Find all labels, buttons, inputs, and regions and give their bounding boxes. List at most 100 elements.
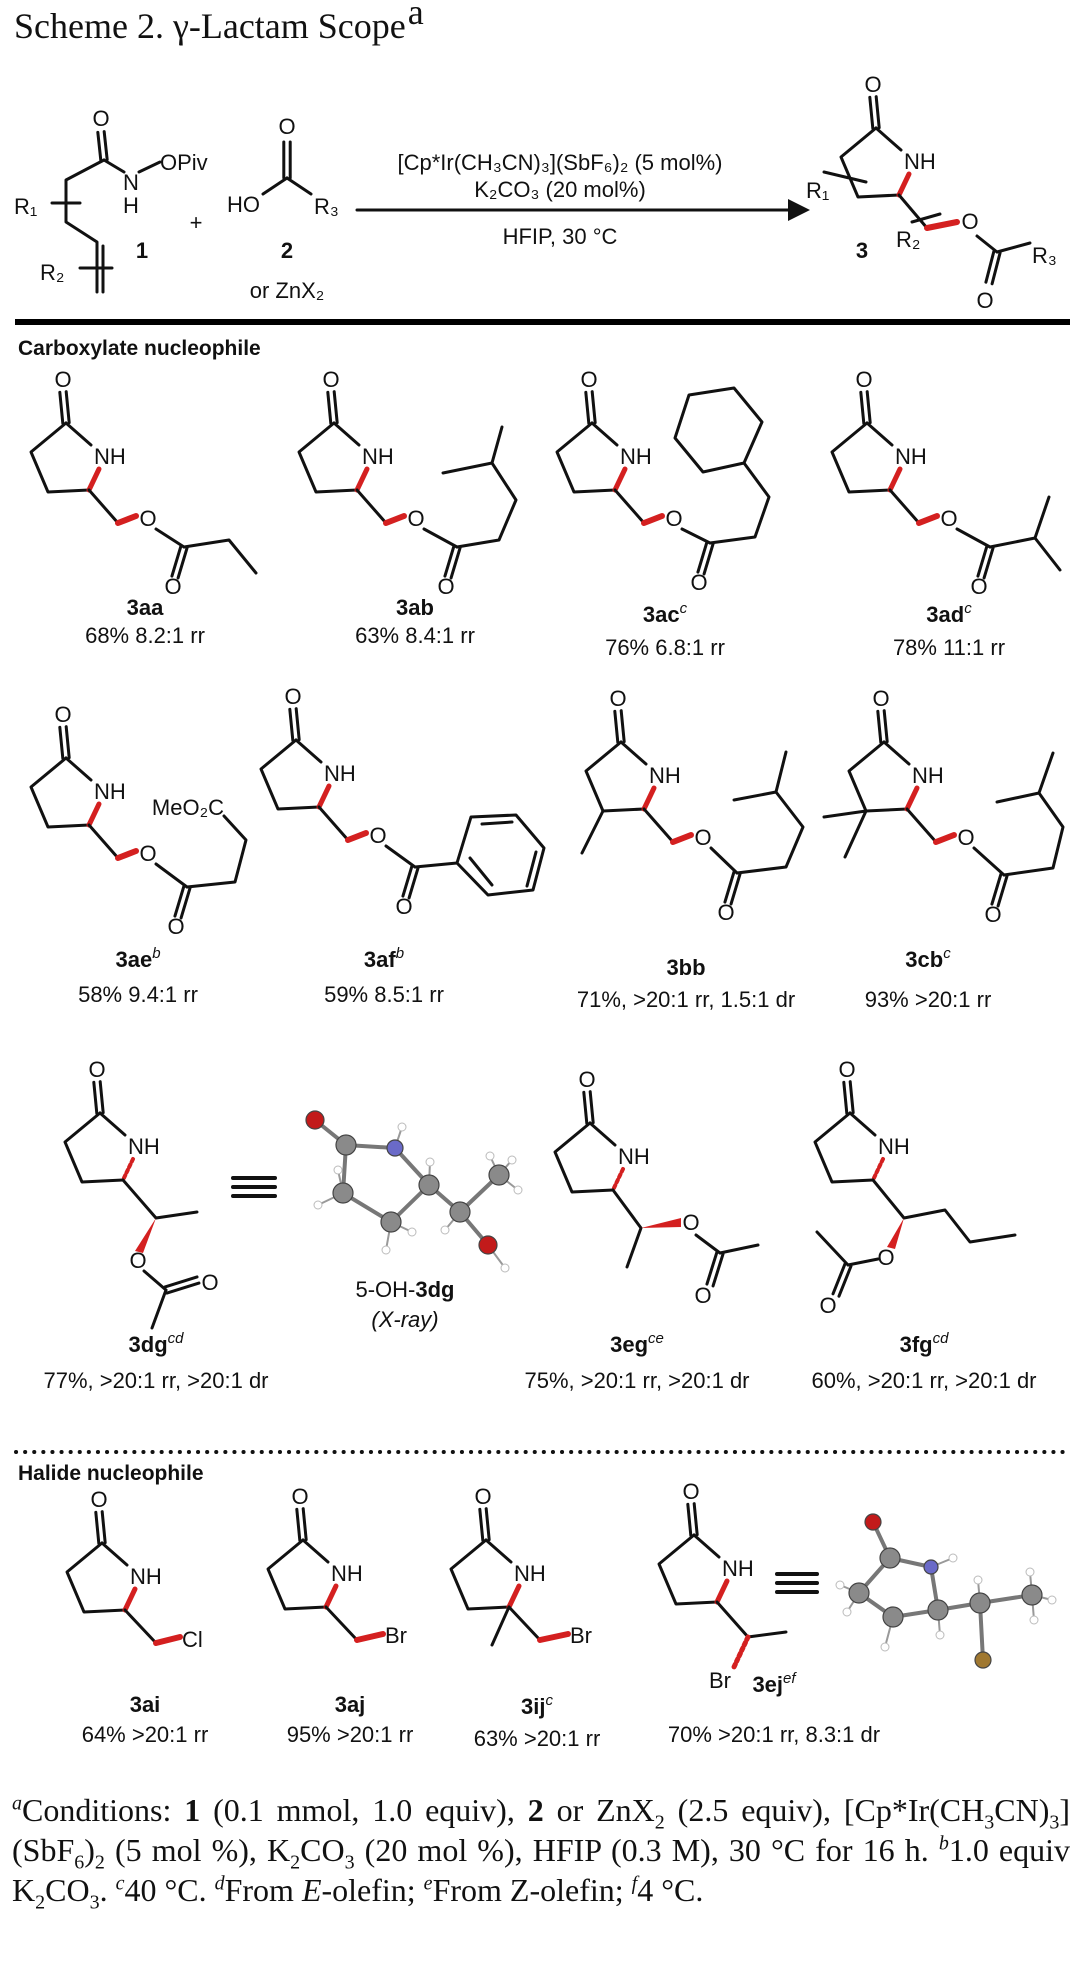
carbonyl-bond: [288, 707, 295, 742]
atom-label: H: [123, 193, 139, 218]
carbonyl-bond: [449, 546, 462, 580]
bond: [642, 807, 675, 844]
base-text: K₂CO₃ (20 mol%): [474, 177, 646, 202]
new-cn-bond: [354, 466, 370, 493]
new-cn-bond: [323, 1583, 339, 1610]
bond: [897, 193, 929, 230]
footnote-segment: (5 mol %), K: [104, 1832, 291, 1868]
carbonyl-bond: [590, 390, 597, 425]
carbonyl-bond: [723, 870, 736, 904]
carbonyl-bond: [692, 1502, 699, 1537]
bond: [972, 846, 1006, 877]
carbonyl-bond: [170, 544, 183, 578]
atom-label: O: [407, 506, 424, 531]
yield-text: 68% 8.2:1 rr: [85, 623, 205, 648]
xray-compound-label: 5-OH-3dg: [355, 1277, 454, 1302]
ring-bonds: [266, 1538, 328, 1611]
compound-label: 3bb: [666, 955, 705, 980]
footnote-segment: 1: [184, 1792, 201, 1828]
ring-bond: [64, 421, 93, 447]
xray-hydrogen: [381, 1245, 391, 1255]
atom-label: O: [838, 1057, 855, 1082]
bond: [123, 1608, 158, 1645]
footnote: aConditions: 1 (0.1 mmol, 1.0 equiv), 2 …: [12, 1790, 1071, 1912]
atom-label: R₁: [806, 178, 829, 203]
bond: [102, 158, 126, 174]
compound-label: 3cbc: [905, 945, 951, 972]
atom-label: R₂: [40, 260, 64, 285]
footnote-segment: b: [938, 1832, 949, 1855]
xray-hydrogen: [333, 1165, 343, 1175]
xray-atom: [449, 1201, 471, 1223]
atom-label: Br: [709, 1668, 731, 1693]
atom-label: NH: [618, 1144, 650, 1169]
carbonyl-bond: [582, 1090, 589, 1125]
carbonyl-bond: [176, 546, 189, 580]
new-cn-bond: [641, 785, 657, 812]
footnote-segment: 2: [527, 1792, 544, 1828]
bond-chain: [715, 1600, 788, 1639]
carbonyl-bond: [859, 390, 866, 425]
yield-text: 64% >20:1 rr: [82, 1722, 209, 1747]
footnote-segment: CN): [994, 1792, 1050, 1828]
bond: [905, 807, 938, 844]
xray-hydrogen: [440, 1225, 450, 1235]
xray-atom: [386, 1139, 404, 1157]
atom-label: NH: [128, 1134, 160, 1159]
carbonyl-bond: [295, 1507, 302, 1542]
new-co-bond: [115, 513, 139, 526]
compound-number: 2: [281, 238, 293, 263]
atom-label: O: [139, 506, 156, 531]
carbonyl-bond: [705, 1250, 719, 1286]
footnote-segment: or ZnX: [543, 1792, 655, 1828]
atom-label: R₃: [1032, 243, 1057, 268]
catalyst-text: [Cp*Ir(CH₃CN)₃](SbF₆)₂ (5 mol%): [397, 150, 722, 175]
atom-label: NH: [94, 779, 126, 804]
xray-hydrogen: [313, 1200, 323, 1210]
footnote-ref: ef: [783, 1670, 797, 1687]
footnote-segment: a: [12, 1792, 22, 1815]
xray-atom: [335, 1134, 357, 1156]
bond: [142, 1269, 168, 1292]
new-cx-bond: [354, 1631, 386, 1643]
bond-chain: [988, 495, 1051, 549]
atom-label: Br: [570, 1623, 592, 1648]
footnote-segment: e: [423, 1872, 433, 1895]
compound-label: 3ejef: [752, 1670, 797, 1697]
atom-label: O: [717, 900, 734, 925]
xray-atom: [879, 1547, 901, 1569]
bond: [975, 234, 999, 254]
carbonyl-bond: [173, 884, 186, 918]
carbonyl-bond: [294, 707, 301, 742]
carbonyl-bond: [696, 540, 709, 574]
carbonyl-bond: [443, 544, 456, 578]
yield-text: 58% 9.4:1 rr: [78, 982, 198, 1007]
footnote-segment: -olefin;: [321, 1872, 424, 1908]
carbonyl-bond: [301, 1507, 308, 1542]
footnote-ref: c: [964, 600, 972, 617]
atom-label: O: [855, 367, 872, 392]
carbonyl-bond: [711, 1252, 725, 1288]
bond-chain: [441, 461, 494, 475]
compound-label: 3fgcd: [900, 1330, 950, 1357]
bond-chain: [64, 158, 106, 294]
xray-atom: [882, 1606, 904, 1628]
xray-hydrogen: [935, 1630, 945, 1640]
bond: [888, 488, 921, 525]
footnote-ref: c: [943, 945, 951, 962]
atom-label: O: [474, 1484, 491, 1509]
atom-label: O: [139, 841, 156, 866]
compound-id: 3ac: [643, 602, 680, 627]
section-heading: Halide nucleophile: [18, 1462, 204, 1485]
ring-bond: [882, 740, 911, 766]
carbonyl-bond: [865, 390, 872, 425]
atom-label: NH: [514, 1561, 546, 1586]
atom-label: O: [665, 506, 682, 531]
xray-hydrogen: [1029, 1615, 1039, 1625]
carbonyl-bond: [163, 1275, 199, 1289]
footnote-segment: ](SbF: [12, 1792, 1071, 1868]
atom-label: O: [682, 1210, 699, 1235]
methyl-bond: [490, 1605, 511, 1647]
compound-number: 1: [136, 238, 148, 263]
yield-text: 59% 8.5:1 rr: [324, 982, 444, 1007]
